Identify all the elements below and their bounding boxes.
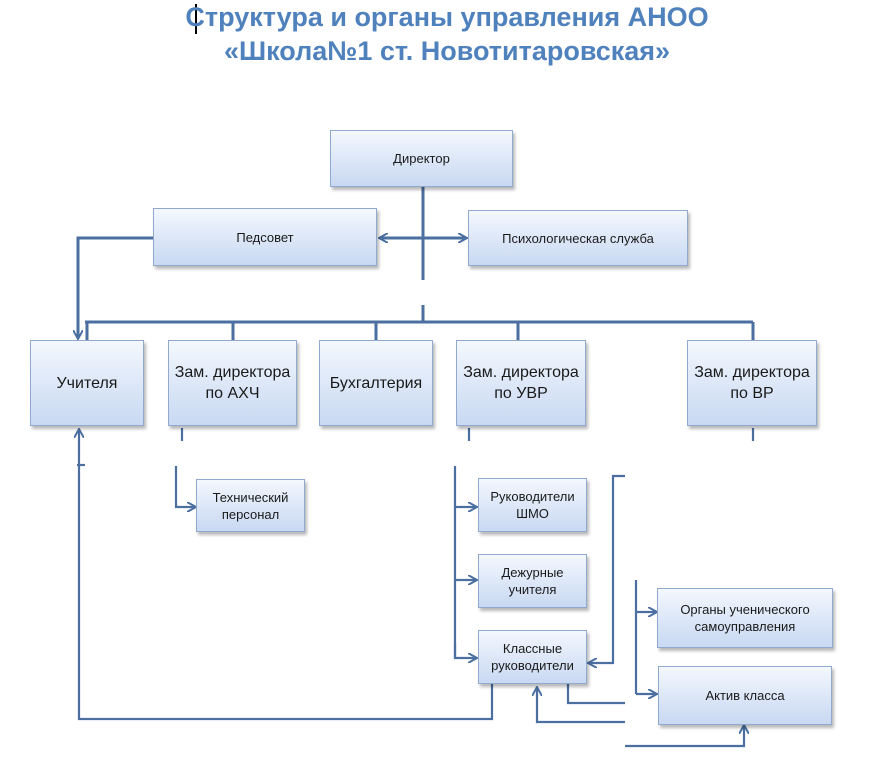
node-accounting-label: Бухгалтерия <box>329 374 423 392</box>
arrow-pedsovet-to-teachers <box>78 236 153 338</box>
diagram-title-line-1: Структура и органы управления АНОО <box>185 2 709 32</box>
node-class-activists-label: Актив класса <box>705 688 785 703</box>
node-tech-staff: Технический персонал <box>196 479 305 532</box>
node-student-government: Органы ученического самоуправления <box>657 588 833 648</box>
node-class-activists: Актив класса <box>658 666 832 725</box>
node-director: Директор <box>330 130 513 187</box>
node-deputy-uvr: Зам. директора по УВР <box>456 340 586 426</box>
arrow-up-to-class-teachers <box>537 688 625 724</box>
node-deputy-ahch: Зам. директора по АХЧ <box>168 340 297 426</box>
node-deputy-ahch-label: Зам. директора по АХЧ <box>174 364 291 402</box>
node-student-government-label: Органы ученического самоуправления <box>680 602 810 634</box>
node-duty-teachers-label: Дежурные учителя <box>501 565 564 597</box>
node-psych-service: Психологическая служба <box>468 210 688 266</box>
arrow-up-to-class-activists <box>625 726 744 748</box>
node-psych-service-label: Психологическая служба <box>502 230 654 246</box>
link-class-teachers-activists <box>566 684 625 705</box>
node-class-teachers-label: Классные руководители <box>491 641 574 673</box>
node-pedsovet: Педсовет <box>153 208 377 266</box>
diagram-title-line-2: «Школа№1 ст. Новотитаровская» <box>223 36 671 66</box>
arrow-class-teachers-to-teachers <box>79 430 494 721</box>
node-deputy-uvr-label: Зам. директора по УВР <box>463 364 579 402</box>
arrow-to-tech-staff <box>174 466 195 507</box>
node-shmo-heads: Руководители ШМО <box>478 478 587 532</box>
node-class-teachers: Классные руководители <box>478 630 587 684</box>
node-deputy-vr: Зам. директора по ВР <box>687 340 817 426</box>
arrow-to-class-teachers <box>453 643 476 658</box>
text-cursor <box>195 4 197 34</box>
node-duty-teachers: Дежурные учителя <box>478 554 587 608</box>
node-accounting: Бухгалтерия <box>319 340 433 426</box>
node-teachers: Учителя <box>30 340 144 426</box>
node-pedsovet-label: Педсовет <box>236 229 294 245</box>
node-shmo-heads-label: Руководители ШМО <box>490 489 575 521</box>
node-teachers-label: Учителя <box>56 374 118 392</box>
node-deputy-vr-label: Зам. директора по ВР <box>694 364 810 402</box>
node-director-label: Директор <box>393 151 450 166</box>
node-tech-staff-label: Технический персонал <box>212 489 289 522</box>
arrow-into-class-teachers <box>589 474 625 663</box>
